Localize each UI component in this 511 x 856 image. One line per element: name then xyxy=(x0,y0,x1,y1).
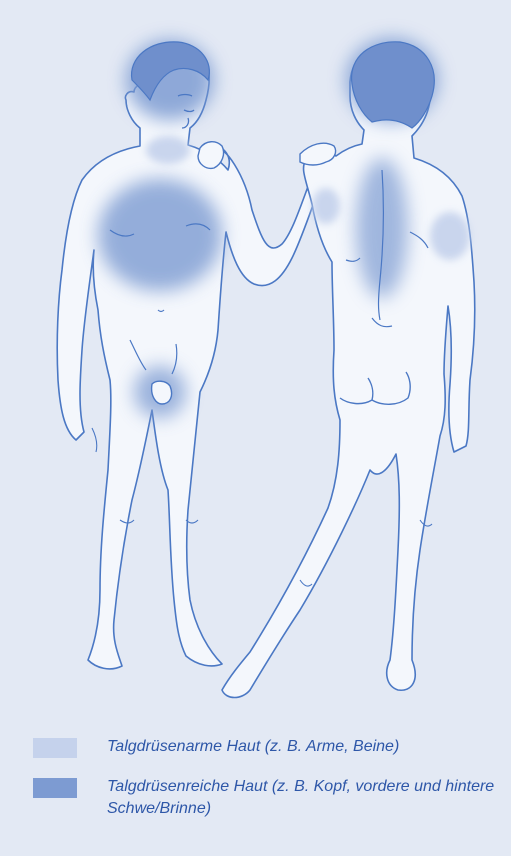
front-figure xyxy=(57,40,332,669)
figure-svg xyxy=(0,0,511,720)
legend-swatch-gland-poor xyxy=(33,738,77,758)
body-illustration xyxy=(0,0,511,720)
back-figure xyxy=(222,38,475,698)
back-left-shoulder-zone xyxy=(312,188,340,224)
front-genitals xyxy=(152,381,172,404)
front-neck-zone xyxy=(146,136,190,164)
legend-swatch-gland-rich xyxy=(33,778,77,798)
legend-label-gland-poor: Talgdrüsenarme Haut (z. B. Arme, Beine) xyxy=(107,736,497,758)
front-hand xyxy=(198,142,224,169)
back-shoulder-zone xyxy=(430,212,470,260)
front-chest-zone xyxy=(98,179,222,291)
front-figure-silhouette xyxy=(57,45,332,669)
legend-label-gland-rich: Talgdrüsenreiche Haut (z. B. Kopf, vorde… xyxy=(107,776,497,820)
back-figure-silhouette xyxy=(222,43,475,697)
